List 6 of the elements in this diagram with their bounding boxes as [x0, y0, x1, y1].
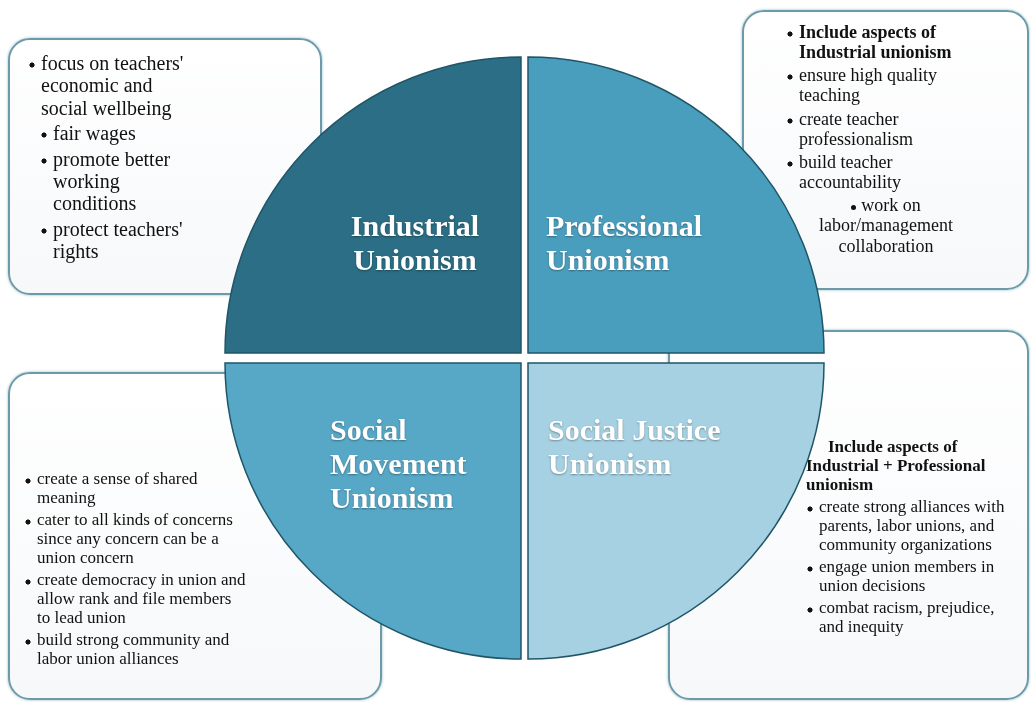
- text-card: [742, 10, 1029, 290]
- quadrant-title: Social Justice Unionism: [548, 413, 722, 481]
- quadrant-title: Social Movement Unionism: [330, 413, 468, 515]
- quadrant-title: Industrial Unionism: [349, 209, 481, 277]
- quadrant-title: Professional Unionism: [546, 209, 704, 277]
- quadrant-segment: [225, 57, 521, 353]
